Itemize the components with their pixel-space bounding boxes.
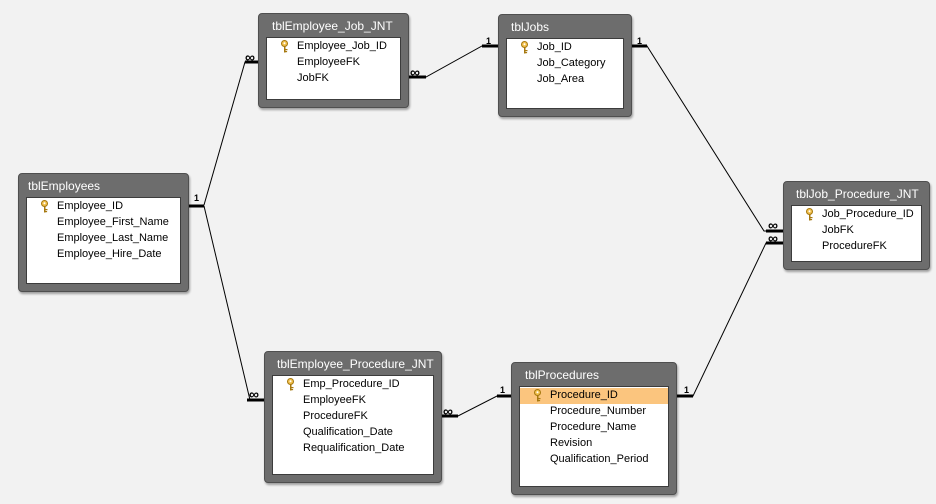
field-name: ProcedureFK (303, 410, 368, 422)
field-row[interactable]: Procedure_Name (520, 420, 668, 436)
field-row[interactable]: Job_Category (507, 56, 623, 72)
table-jobs[interactable]: tblJobs Job_ID Job_Category Job_Area (498, 14, 632, 117)
field-name: Qualification_Period (550, 453, 649, 465)
field-row[interactable]: Job_Area (507, 72, 623, 88)
key-icon (41, 200, 48, 213)
field-name: Revision (550, 437, 593, 449)
field-row-primary-key[interactable]: Employee_ID (27, 199, 180, 215)
cardinality-one-label: 1 (684, 385, 690, 395)
field-row[interactable]: Requalification_Date (273, 441, 433, 457)
field-row[interactable]: ProcedureFK (273, 409, 433, 425)
field-list: Emp_Procedure_ID EmployeeFK ProcedureFK … (272, 375, 434, 475)
field-name: Procedure_Name (550, 421, 637, 433)
rel-line-employees-employeejob[interactable] (189, 61, 262, 206)
rel-line-employeejob-jobs[interactable] (408, 45, 499, 78)
field-name: Job_ID (537, 41, 572, 53)
field-list: Job_ID Job_Category Job_Area (506, 38, 624, 109)
field-name: JobFK (297, 72, 329, 84)
key-icon (521, 41, 528, 54)
field-row[interactable]: Procedure_Number (520, 404, 668, 420)
field-name: EmployeeFK (303, 394, 366, 406)
field-name: JobFK (822, 224, 854, 236)
key-icon (806, 208, 813, 221)
field-row-primary-key[interactable]: Job_Procedure_ID (792, 207, 921, 223)
key-icon (287, 378, 294, 391)
field-name: Job_Category (537, 57, 606, 69)
cardinality-many-label: ∞ (768, 230, 778, 246)
field-row[interactable]: Employee_First_Name (27, 215, 180, 231)
cardinality-many-label: ∞ (245, 49, 255, 65)
field-name: Employee_Last_Name (57, 232, 169, 244)
table-title[interactable]: tblEmployees (28, 179, 101, 193)
field-row-primary-key[interactable]: Job_ID (507, 40, 623, 56)
field-name: Emp_Procedure_ID (303, 378, 400, 390)
table-title[interactable]: tblEmployee_Job_JNT (272, 19, 393, 33)
cardinality-one-label: 1 (486, 36, 492, 46)
table-procedures[interactable]: tblProcedures Procedure_ID Procedure_Num… (511, 362, 677, 495)
field-row[interactable]: Revision (520, 436, 668, 452)
field-list: Job_Procedure_ID JobFK ProcedureFK (791, 205, 922, 262)
field-list: Procedure_ID Procedure_Number Procedure_… (519, 386, 669, 487)
cardinality-many-label: ∞ (768, 217, 778, 233)
field-row[interactable]: JobFK (267, 71, 400, 87)
rel-line-procedures-jobprocedure[interactable] (677, 242, 784, 397)
field-name: Qualification_Date (303, 426, 393, 438)
table-title[interactable]: tblProcedures (525, 368, 600, 382)
field-row[interactable]: Qualification_Date (273, 425, 433, 441)
field-name: Employee_ID (57, 200, 124, 212)
table-title[interactable]: tblJobs (511, 20, 550, 34)
cardinality-many-label: ∞ (249, 386, 259, 402)
field-name: EmployeeFK (297, 56, 360, 68)
field-row[interactable]: EmployeeFK (267, 55, 400, 71)
field-row-primary-key[interactable]: Emp_Procedure_ID (273, 377, 433, 393)
field-row[interactable]: Employee_Hire_Date (27, 247, 180, 263)
table-employee-job-jnt[interactable]: tblEmployee_Job_JNT Employee_Job_ID Empl… (258, 13, 409, 108)
field-row[interactable]: ProcedureFK (792, 239, 921, 255)
field-row[interactable]: JobFK (792, 223, 921, 239)
cardinality-many-label: ∞ (443, 403, 453, 419)
field-name: Employee_Job_ID (297, 40, 387, 52)
field-name: Job_Area (537, 73, 585, 85)
key-icon (281, 40, 288, 53)
table-title[interactable]: tblJob_Procedure_JNT (796, 187, 919, 201)
field-name: Job_Procedure_ID (822, 208, 914, 220)
field-row-primary-key-selected[interactable]: Procedure_ID (520, 388, 668, 404)
field-row[interactable]: Employee_Last_Name (27, 231, 180, 247)
table-job-procedure-jnt[interactable]: tblJob_Procedure_JNT Job_Procedure_ID Jo… (783, 181, 930, 270)
rel-line-employees-employeeprocedure[interactable] (203, 205, 266, 401)
field-row-primary-key[interactable]: Employee_Job_ID (267, 39, 400, 55)
field-name: Employee_Hire_Date (57, 248, 162, 260)
field-name: ProcedureFK (822, 240, 887, 252)
field-name: Employee_First_Name (57, 216, 169, 228)
key-icon (534, 389, 541, 402)
cardinality-many-label: ∞ (410, 64, 420, 80)
field-name: Procedure_ID (550, 389, 618, 401)
field-list: Employee_ID Employee_First_Name Employee… (26, 197, 181, 284)
field-row[interactable]: Qualification_Period (520, 452, 668, 468)
cardinality-one-label: 1 (500, 385, 506, 395)
table-title[interactable]: tblEmployee_Procedure_JNT (277, 357, 434, 371)
field-list: Employee_Job_ID EmployeeFK JobFK (266, 37, 401, 100)
rel-line-jobs-jobprocedure[interactable] (631, 45, 784, 232)
table-employees[interactable]: tblEmployees Employee_ID Employee_First_… (18, 173, 189, 292)
table-employee-procedure-jnt[interactable]: tblEmployee_Procedure_JNT Emp_Procedure_… (264, 351, 442, 483)
field-name: Requalification_Date (303, 442, 405, 454)
cardinality-one-label: 1 (637, 36, 643, 46)
field-name: Procedure_Number (550, 405, 646, 417)
cardinality-one-label: 1 (194, 193, 200, 203)
field-row[interactable]: EmployeeFK (273, 393, 433, 409)
